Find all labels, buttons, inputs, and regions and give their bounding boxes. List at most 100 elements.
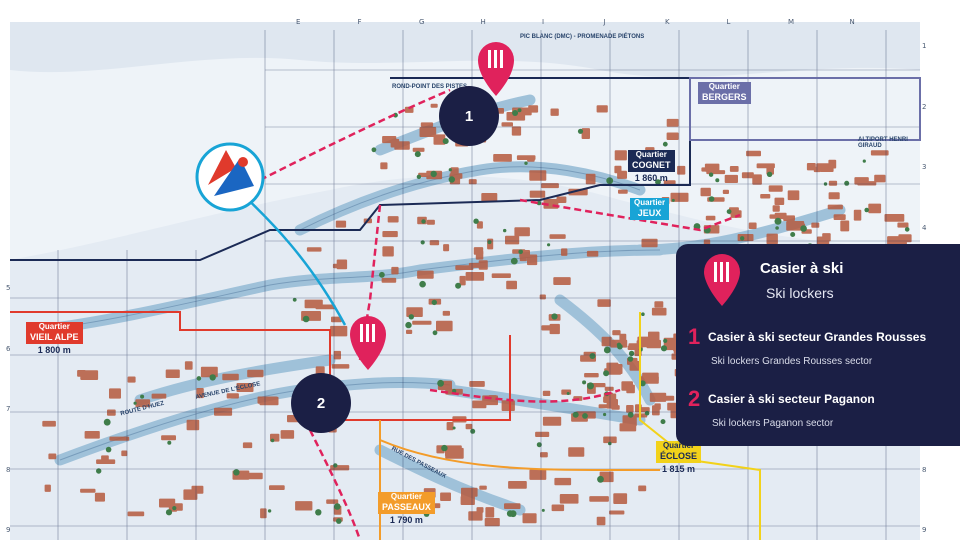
building [604, 386, 614, 391]
building [561, 248, 568, 256]
building [242, 442, 253, 449]
tourist-info-icon[interactable] [195, 142, 265, 212]
building [183, 489, 198, 500]
building [44, 484, 51, 492]
building [549, 234, 566, 239]
building [652, 405, 660, 416]
building [165, 369, 180, 378]
building [568, 188, 588, 196]
grid-row-label: 7 [6, 405, 11, 413]
building [442, 310, 450, 316]
building [549, 323, 560, 335]
building [619, 423, 637, 432]
building [626, 405, 634, 413]
building [196, 388, 204, 399]
building [387, 216, 399, 223]
building [412, 147, 425, 152]
legend-entry-subtitle: Ski lockers Paganon sector [712, 418, 834, 429]
tree [662, 141, 668, 147]
tree [541, 508, 545, 512]
ski-locker-pin-icon[interactable] [478, 42, 514, 96]
tree [503, 228, 507, 233]
building [550, 108, 559, 116]
tree [512, 110, 519, 116]
building [440, 492, 451, 501]
building [766, 233, 778, 245]
tree [536, 442, 542, 448]
building [485, 507, 495, 518]
building [724, 174, 738, 183]
building [443, 244, 450, 252]
building [614, 150, 627, 161]
building [722, 189, 729, 194]
map-label-rond-point: ROND-POINT DES PISTES [392, 84, 468, 90]
building [884, 214, 905, 222]
grid-column-label: E [296, 18, 301, 26]
tree [660, 345, 668, 352]
building [529, 190, 546, 198]
building [833, 214, 846, 220]
building [236, 383, 254, 392]
building [870, 150, 889, 156]
tree [606, 177, 614, 185]
building [184, 361, 193, 370]
map-label-altiport: ALTIPORT HENRI GIRAUD [858, 137, 908, 149]
quarter-cognet: Quartier COGNET 1 860 m [628, 150, 675, 183]
building [426, 219, 435, 225]
tree [334, 503, 341, 510]
tree [715, 178, 720, 183]
building [597, 299, 611, 307]
grid-column-label: K [665, 18, 670, 26]
building [651, 307, 667, 316]
tree [671, 198, 675, 202]
building [161, 435, 176, 441]
tree [524, 161, 528, 165]
tree [582, 380, 587, 385]
legend-entry-title: Casier à ski secteur Grandes Rousses [708, 330, 927, 344]
building [420, 122, 434, 127]
building [783, 215, 795, 221]
building [412, 320, 432, 325]
building [603, 396, 610, 403]
ski-locker-pin-icon[interactable] [350, 316, 386, 370]
building [390, 138, 400, 148]
locker-marker-2[interactable]: 2 [291, 373, 351, 433]
building [618, 189, 628, 194]
building [446, 422, 454, 431]
tree [432, 330, 438, 336]
building [853, 209, 862, 221]
building [94, 492, 105, 502]
tree [437, 379, 444, 387]
building [295, 501, 313, 511]
building [476, 221, 483, 229]
tree [379, 271, 385, 278]
tree [566, 392, 570, 395]
tree [455, 282, 462, 289]
building [874, 174, 886, 183]
tree [904, 227, 910, 232]
legend-subtitle: Ski lockers [766, 285, 834, 301]
building [465, 272, 485, 281]
building [468, 179, 477, 185]
building [260, 508, 267, 519]
building [243, 472, 263, 480]
tree [597, 475, 604, 483]
building [811, 222, 820, 228]
grid-row-label: 8 [6, 465, 11, 474]
tree [196, 376, 202, 381]
tree [448, 176, 455, 183]
building [335, 220, 347, 228]
tree [292, 297, 297, 302]
tree [572, 411, 579, 418]
building [535, 431, 550, 437]
tree [603, 346, 611, 354]
locker-marker-1[interactable]: 1 [439, 86, 499, 146]
tree [547, 243, 551, 247]
building [828, 180, 838, 186]
building [455, 265, 474, 270]
map-label-pic-blanc: PIC BLANC (DMC) - PROMENADE PIÉTONS [520, 34, 645, 40]
tree [726, 209, 732, 215]
tree [96, 468, 102, 474]
building [646, 339, 661, 349]
building [511, 126, 522, 136]
